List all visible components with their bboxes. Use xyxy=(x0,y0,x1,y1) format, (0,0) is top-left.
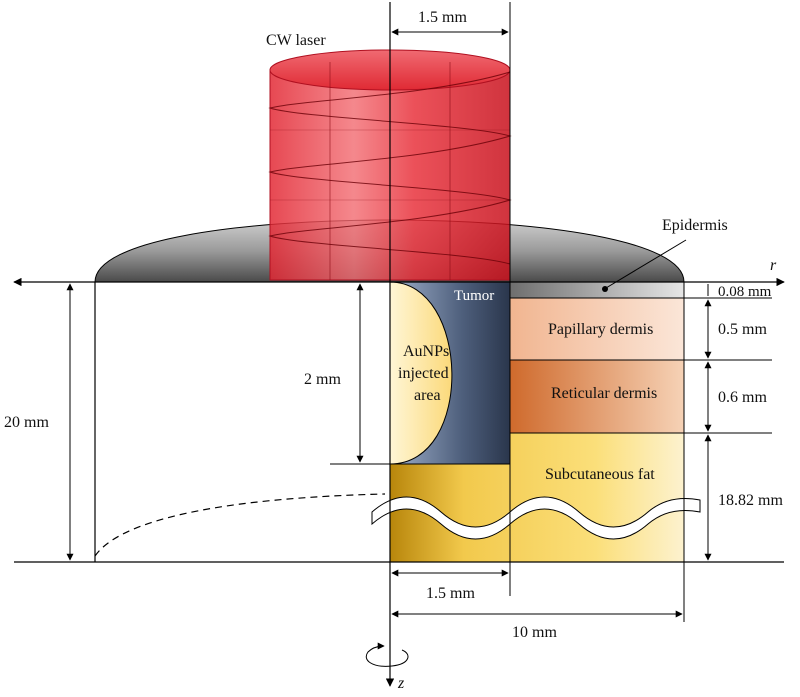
layer-break-wave xyxy=(371,496,701,540)
laser-helix xyxy=(268,71,512,265)
papillary-dermis-layer xyxy=(509,297,685,361)
tumor-depth-label: 2 mm xyxy=(304,371,341,388)
domain-radius-label: 10 mm xyxy=(512,624,557,641)
epidermis-thickness-label: 0.08 mm xyxy=(718,284,772,300)
z-axis-label: z xyxy=(397,675,405,692)
total-depth-label: 20 mm xyxy=(4,414,49,431)
r-axis-label: r xyxy=(770,257,777,274)
aunps-label-line2: injected xyxy=(398,365,449,382)
aunps-label-line1: AuNPs xyxy=(403,343,449,360)
tumor-radius-label: 1.5 mm xyxy=(426,585,475,602)
tumor-label: Tumor xyxy=(454,288,494,304)
papillary-label: Papillary dermis xyxy=(548,321,653,338)
epidermis-leader xyxy=(605,239,687,289)
aunps-injected-area xyxy=(389,281,453,465)
reticular-label: Reticular dermis xyxy=(551,385,657,402)
laser-label: CW laser xyxy=(266,32,326,49)
fat-thickness-label: 18.82 mm xyxy=(718,492,783,509)
epidermis-leader-dot xyxy=(602,286,608,292)
beam-width-label: 1.5 mm xyxy=(418,9,467,26)
subcutaneous-label: Subcutaneous fat xyxy=(545,466,655,483)
aunps-label-line3: area xyxy=(414,387,441,404)
papillary-thickness-label: 0.5 mm xyxy=(718,321,767,338)
epidermis-label: Epidermis xyxy=(662,217,728,234)
epidermis-layer xyxy=(509,281,685,299)
cylinder-bottom-dashed-arc xyxy=(94,493,386,557)
rotation-arrow-icon xyxy=(365,642,409,667)
reticular-thickness-label: 0.6 mm xyxy=(718,389,767,406)
